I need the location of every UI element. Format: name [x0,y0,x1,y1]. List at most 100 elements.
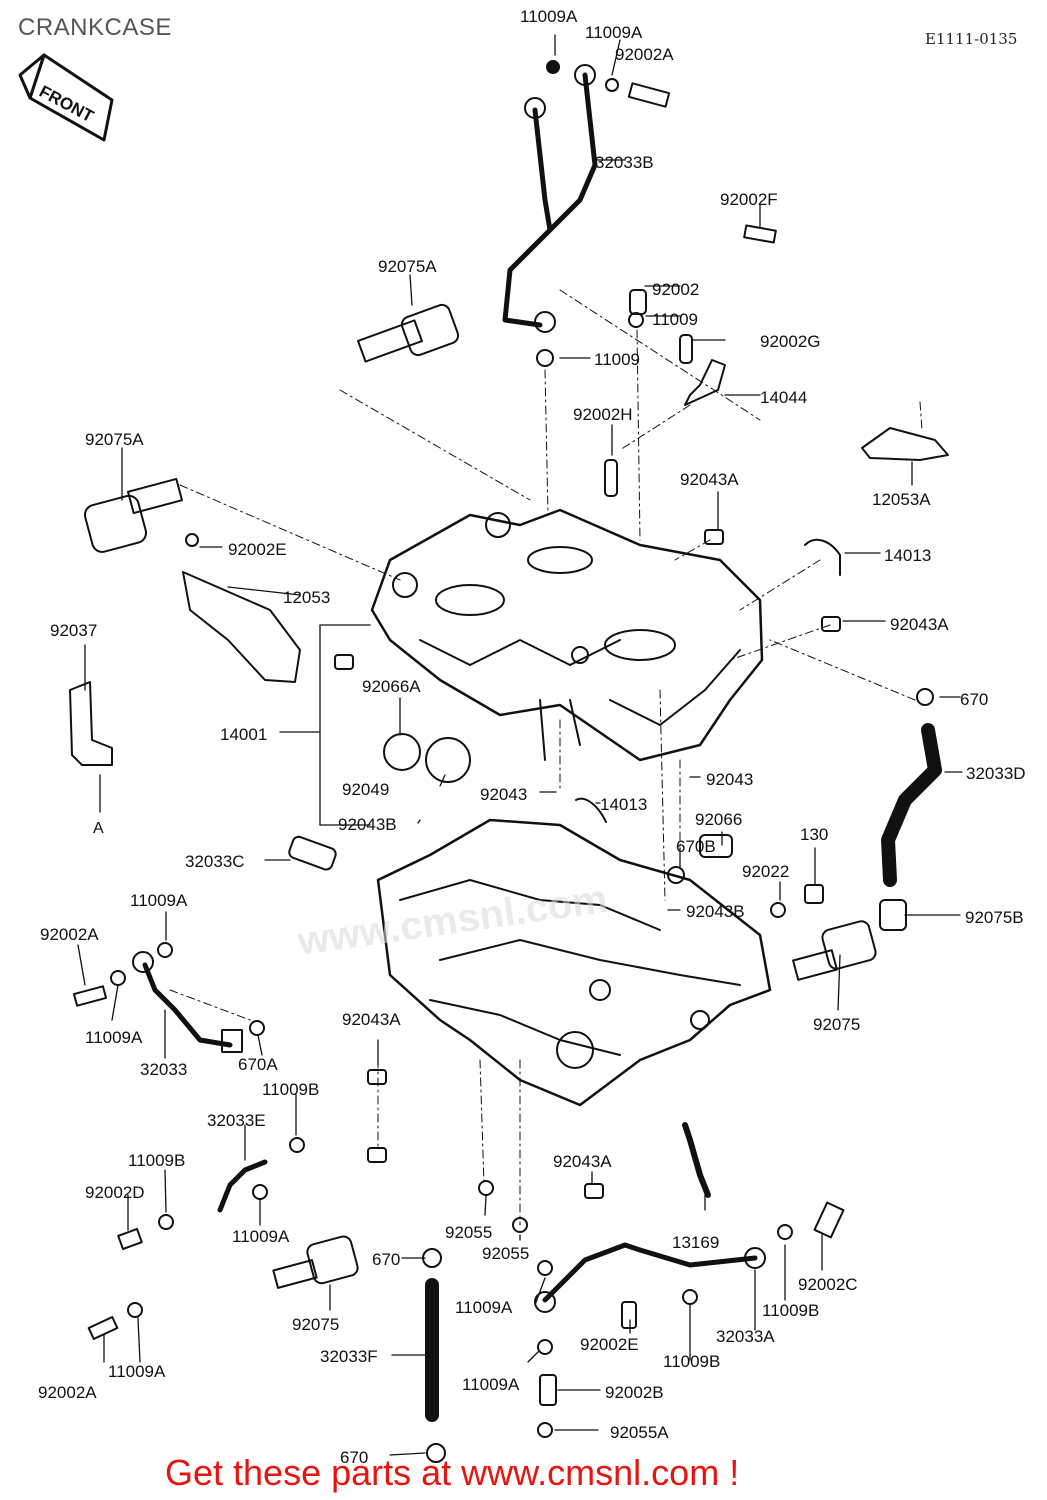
assembly-lines [169,289,923,1226]
callout-92002f: 92002F [720,190,778,209]
callout-92002e: 92002E [228,540,287,559]
callout-11009a: 11009A [462,1375,520,1394]
callout-11009b: 11009B [128,1151,185,1170]
callout-92043b: 92043B [338,815,397,834]
upper-crankcase-14001 [370,508,764,762]
oil-pipe-32033B [502,107,553,328]
callout-11009a: 11009A [130,891,188,910]
callout-92002h: 92002H [573,405,633,424]
callout-92055: 92055 [482,1244,529,1263]
callout-92002d: 92002D [85,1183,145,1202]
callout-11009a: 11009A [108,1362,166,1381]
callout-130: 130 [800,825,828,844]
callout-92066a: 92066A [362,677,421,696]
bracket-12053 [182,571,301,683]
callout-92002e: 92002E [580,1335,639,1354]
footer-link[interactable]: Get these parts at www.cmsnl.com ! [165,1452,740,1493]
callout-14013: 14013 [884,546,931,565]
section-marker-label: A [93,820,104,837]
callout-92075b: 92075B [965,908,1024,927]
oil-pipe-32033 [142,962,233,1048]
callout-13169: 13169 [672,1233,719,1252]
callout-92002: 92002 [652,280,699,299]
callout-12053: 12053 [283,588,330,607]
plug-92075A-upper [357,303,460,363]
ring-14013-icon [804,538,841,576]
callout-92002a: 92002A [615,45,674,64]
plug-92075-right [792,920,877,981]
callout-670a: 670A [238,1055,278,1074]
callout-92043a: 92043A [342,1010,401,1029]
callout-92043b: 92043B [686,902,745,921]
callout-92022: 92022 [742,862,789,881]
spacer-92075B-icon [879,899,907,931]
seal-92049-icon [425,737,471,783]
callout-32033a: 32033A [716,1327,775,1346]
callout-32033: 32033 [140,1060,187,1079]
callout-labels: 11009A11009A92002A32033B92002F92075A9200… [38,7,1026,1467]
callout-11009b: 11009B [262,1080,319,1099]
callout-11009a: 11009A [455,1298,513,1317]
callout-92066: 92066 [695,810,742,829]
callout-11009: 11009 [594,350,640,369]
leader-lines [77,34,963,1456]
callout-92002a: 92002A [38,1383,97,1402]
callout-92055: 92055 [445,1223,492,1242]
callout-92075a: 92075A [378,257,437,276]
spacer-32033C-icon [288,835,337,871]
callout-11009a: 11009A [585,23,643,42]
plug-92075-lower [272,1235,359,1289]
callout-14001: 14001 [220,725,267,744]
callout-92043a: 92043A [553,1152,612,1171]
callout-11009b: 11009B [663,1352,720,1371]
callout-92002c: 92002C [798,1275,858,1294]
washers [110,312,934,1463]
callout-11009a: 11009A [85,1028,143,1047]
callout-92002g: 92002G [760,332,821,351]
callout-92049: 92049 [342,780,389,799]
diagram-code: E1111-0135 [925,30,1018,48]
callout-92043a: 92043A [680,470,739,489]
callout-92075: 92075 [292,1315,339,1334]
callout-32033e: 32033E [207,1111,266,1130]
callout-11009a: 11009A [520,7,578,26]
callout-92043: 92043 [706,770,753,789]
callout-32033d: 32033D [966,764,1026,783]
callout-14013: 14013 [600,795,647,814]
bolt-92002E-icon [185,533,199,547]
dowel-92043A-icon [704,529,724,545]
callout-92075: 92075 [813,1015,860,1034]
plug-92075A-left [83,477,183,553]
callout-670: 670 [960,690,988,709]
callout-32033b: 32033B [595,153,654,172]
callout-92075a: 92075A [85,430,144,449]
callout-32033c: 32033C [185,852,245,871]
front-arrow-icon [18,53,114,142]
oil-pipe-32033A [542,1242,758,1303]
callout-14044: 14044 [760,388,807,407]
callout-12053a: 12053A [872,490,931,509]
plate-92037 [69,681,113,766]
oil-pipe-32033E [217,1159,268,1213]
plate-12053A [861,427,949,461]
oil-pipe-32033D [881,723,942,887]
oil-pipe-13169 [682,1122,711,1198]
callout-670: 670 [372,1250,400,1269]
callout-92037: 92037 [50,621,97,640]
seal-92066A-icon [383,733,421,771]
callout-11009b: 11009B [762,1301,819,1320]
callout-670: 670 [340,1448,368,1467]
callout-11009a: 11009A [232,1227,290,1246]
bolts [72,224,845,1406]
lower-crankcase [376,818,772,1107]
bracket-14044 [684,359,726,406]
callout-92002a: 92002A [40,925,99,944]
callout-92055a: 92055A [610,1423,669,1442]
callout-32033f: 32033F [320,1347,378,1366]
callout-11009: 11009 [652,310,698,329]
callout-92043: 92043 [480,785,527,804]
callout-670b: 670B [676,837,716,856]
callout-92002b: 92002B [605,1383,664,1402]
callout-92043a: 92043A [890,615,949,634]
